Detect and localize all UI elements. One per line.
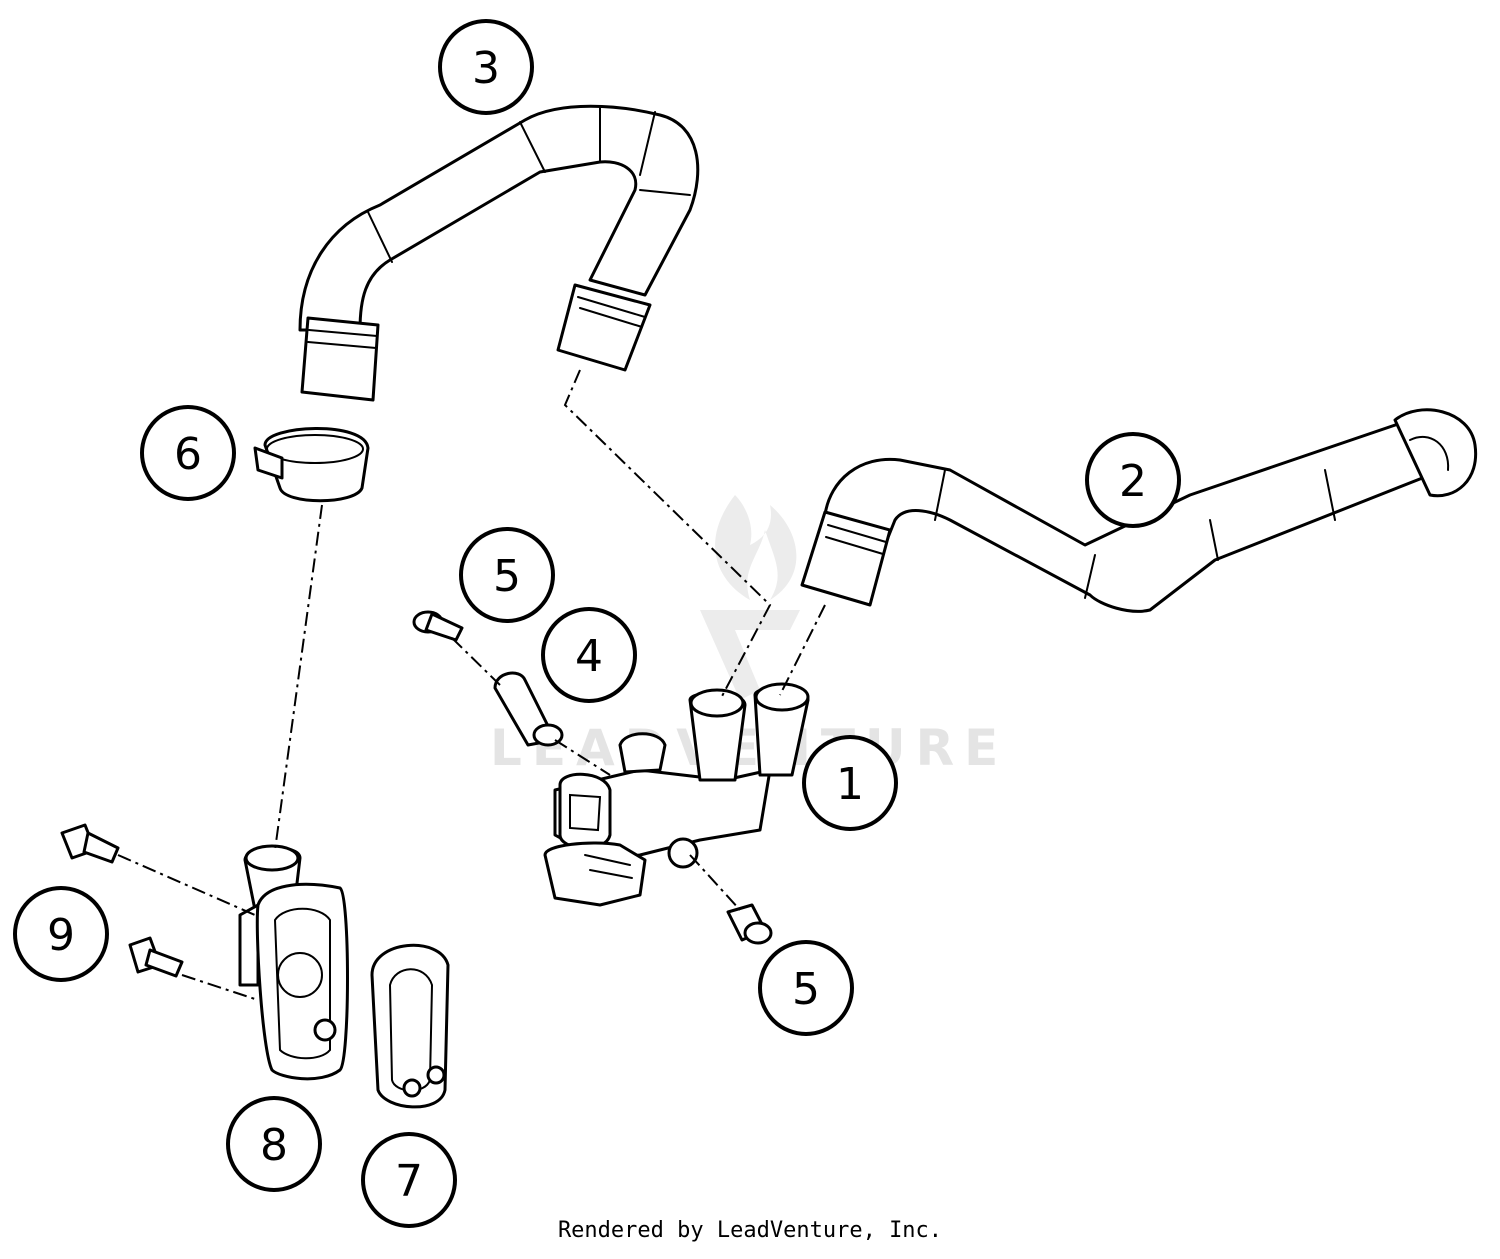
svg-text:6: 6	[174, 429, 202, 480]
callout-1: 1	[802, 735, 898, 831]
callout-6: 6	[140, 405, 236, 501]
svg-text:7: 7	[395, 1156, 423, 1207]
right-coolant-hose	[800, 408, 1478, 613]
svg-text:2: 2	[1119, 456, 1147, 507]
callout-4: 4	[541, 607, 637, 703]
svg-text:5: 5	[792, 964, 820, 1015]
callout-3: 3	[438, 19, 534, 115]
svg-text:5: 5	[493, 551, 521, 602]
callout-7: 7	[361, 1132, 457, 1228]
callout-5-bottom: 5	[758, 940, 854, 1036]
screw-top	[412, 610, 464, 642]
water-valve	[543, 682, 810, 907]
leader-lines	[117, 369, 826, 1001]
render-credit: Rendered by LeadVenture, Inc.	[557, 1218, 943, 1243]
svg-text:LEADVENTURE: LEADVENTURE	[490, 719, 1008, 777]
bolts	[60, 823, 184, 978]
callout-8: 8	[226, 1096, 322, 1192]
gasket	[370, 943, 450, 1109]
hose-clamp	[253, 427, 370, 503]
callout-5-top: 5	[459, 527, 555, 623]
upper-coolant-hose	[298, 104, 700, 402]
svg-text:9: 9	[47, 910, 75, 961]
svg-text:8: 8	[260, 1120, 288, 1171]
callout-9: 9	[13, 886, 109, 982]
svg-text:1: 1	[836, 759, 864, 810]
callout-2: 2	[1085, 432, 1181, 528]
svg-text:3: 3	[472, 43, 500, 94]
leadventure-watermark: LEADVENTURE	[490, 495, 1008, 777]
thermostat-housing	[238, 844, 349, 1081]
screw-bottom	[726, 903, 773, 945]
svg-text:4: 4	[575, 631, 603, 682]
